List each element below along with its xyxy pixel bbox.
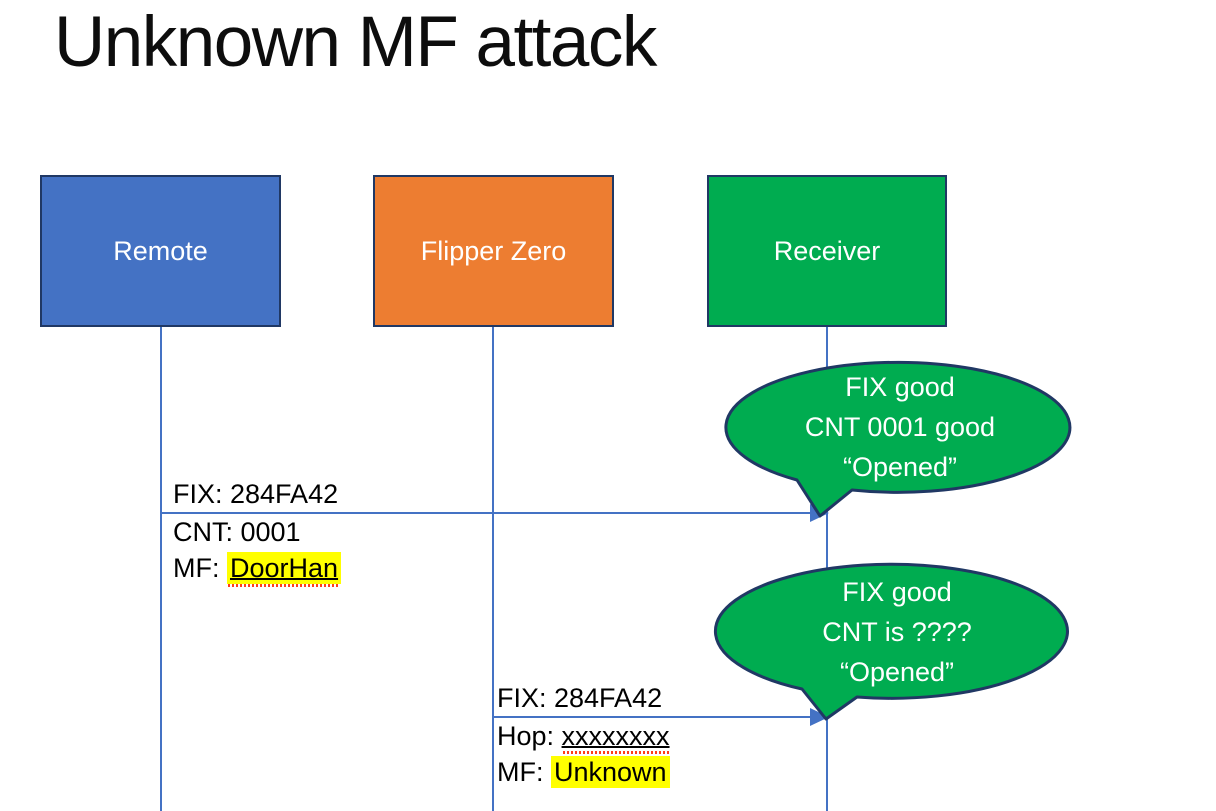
callout-1-text: FIX good CNT 0001 good “Opened” [713,352,1087,502]
callout-1-line-3: “Opened” [842,452,958,482]
slide-title: Unknown MF attack [54,3,657,82]
actor-box-flipper-zero: Flipper Zero [373,175,614,327]
callout-bubble-2 [713,562,1069,721]
callout-bubble-1 [724,360,1072,518]
message1-mf-value-highlight: DoorHan [230,553,339,583]
callout-2-line-3: “Opened” [839,657,955,687]
message2-hop-label: Hop: xxxxxxxx [497,720,670,752]
callout-bubble-2-shape [713,562,1069,721]
message2-mf-label: MF: Unknown [497,756,670,788]
lifeline-flipper-zero [492,327,494,811]
callout-2-line-1: FIX good [842,577,952,607]
callout-1-line-2: CNT 0001 good [804,412,996,442]
lifeline-remote [160,327,162,811]
message1-cnt-label: CNT: 0001 [173,517,301,547]
message2-arrow-line [493,716,812,718]
message1-arrow-line [161,512,812,514]
callout-2-line-2: CNT is ???? [822,617,972,647]
callout-1-line-1: FIX good [845,372,955,402]
callout-2-text: FIX good CNT is ???? “Opened” [708,557,1086,707]
callout-bubble-1-shape [724,360,1072,518]
actor-label-receiver: Receiver [773,235,881,266]
message1-fix-label: FIX: 284FA42 [173,479,339,509]
message2-fix-label: FIX: 284FA42 [497,683,663,713]
message1-mf-prefix: MF: [173,553,227,583]
actor-box-receiver: Receiver [707,175,947,327]
message2-mf-prefix: MF: [497,757,551,787]
actor-box-remote: Remote [40,175,281,327]
actor-label-flipper-zero: Flipper Zero [420,235,567,266]
message2-hop-prefix: Hop: [497,721,562,751]
message2-hop-value: xxxxxxxx [561,721,670,751]
actor-label-remote: Remote [113,235,208,266]
message1-mf-label: MF: DoorHan [173,552,342,584]
message2-mf-value-highlight: Unknown [551,756,670,788]
